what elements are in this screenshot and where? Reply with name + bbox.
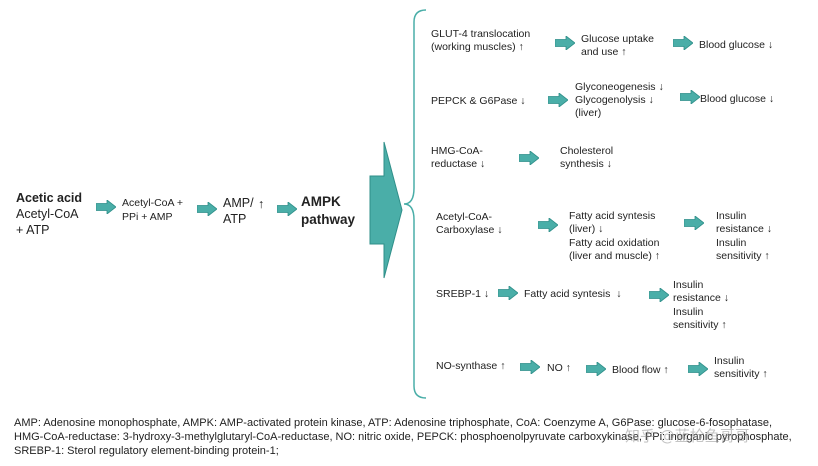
branch4-outcome-line3: Insulin bbox=[716, 237, 747, 249]
branch5-outcome-line4: sensitivity ↑ bbox=[673, 319, 727, 331]
pathway-label: pathway bbox=[301, 212, 356, 227]
branch4-effect-line2: (liver) ↓ bbox=[569, 223, 604, 235]
branch5-arrow1 bbox=[498, 286, 518, 300]
branch5-arrow2 bbox=[649, 288, 669, 302]
step2-atp: ATP bbox=[223, 212, 247, 226]
step1-line2: PPi + AMP bbox=[122, 211, 173, 223]
branch5-effect: Fatty acid syntesis ↓ bbox=[524, 288, 622, 300]
branch4-target-line2: Carboxylase ↓ bbox=[436, 224, 503, 236]
branch6-effect2: Blood flow ↑ bbox=[612, 364, 669, 376]
branch-bracket bbox=[403, 9, 427, 399]
branch6-arrow1 bbox=[520, 360, 540, 374]
source-acetyl-coa: Acetyl-CoA bbox=[16, 207, 79, 221]
branch6-outcome-line1: Insulin bbox=[714, 355, 745, 367]
branch3-effect-line2: synthesis ↓ bbox=[560, 158, 612, 170]
branch4-target-line1: Acetyl-CoA- bbox=[436, 211, 493, 223]
branch6-arrow2 bbox=[586, 362, 606, 376]
branch4-outcome-line4: sensitivity ↑ bbox=[716, 250, 770, 262]
branch3-target-line2: reductase ↓ bbox=[431, 158, 486, 170]
branch2-target: PEPCK & G6Pase ↓ bbox=[431, 95, 526, 107]
branch2-effect-line2: Glycogenolysis ↓ bbox=[575, 94, 654, 106]
watermark: 知乎 @蓝枪鱼哥哥 bbox=[625, 427, 750, 445]
branch2-outcome: Blood glucose ↓ bbox=[700, 93, 775, 105]
step2-amp: AMP/ bbox=[223, 196, 254, 210]
branch1-target-line1: GLUT-4 translocation bbox=[431, 28, 531, 40]
branch1-arrow1 bbox=[555, 36, 575, 50]
branch1-target-line2: (working muscles) ↑ bbox=[431, 41, 524, 53]
arrow-source-to-step1 bbox=[96, 200, 116, 214]
branch1-effect-line1: Glucose uptake bbox=[581, 33, 654, 45]
branch4-outcome-line2: resistance ↓ bbox=[716, 223, 773, 235]
arrow-step1-to-step2 bbox=[197, 202, 217, 216]
branch6-target: NO-synthase ↑ bbox=[436, 360, 506, 372]
branch5-outcome-line3: Insulin bbox=[673, 306, 704, 318]
branch3-target-line1: HMG-CoA- bbox=[431, 145, 483, 157]
branch3-effect-line1: Cholesterol bbox=[560, 145, 614, 157]
branch3-arrow1 bbox=[519, 151, 539, 165]
branch2-effect-line3: (liver) bbox=[575, 107, 602, 119]
branch4-arrow2 bbox=[684, 216, 704, 230]
branch6-outcome-line2: sensitivity ↑ bbox=[714, 368, 768, 380]
branch2-effect-line1: Glyconeogenesis ↓ bbox=[575, 81, 664, 93]
branch6-arrow3 bbox=[688, 362, 708, 376]
branch4-effect-line3: Fatty acid oxidation bbox=[569, 237, 660, 249]
branch2-arrow1 bbox=[548, 93, 568, 107]
branch2-arrow2 bbox=[680, 90, 700, 104]
branch1-arrow2 bbox=[673, 36, 693, 50]
abbreviations-footnote: AMP: Adenosine monophosphate, AMPK: AMP-… bbox=[14, 417, 792, 457]
branch4-effect-line4: (liver and muscle) ↑ bbox=[569, 250, 661, 262]
source-atp: + ATP bbox=[16, 223, 50, 237]
step1-line1: Acetyl-CoA + bbox=[122, 197, 183, 209]
arrow-step2-to-pathway bbox=[277, 202, 297, 216]
branch5-target: SREBP-1 ↓ bbox=[436, 288, 490, 300]
branch6-effect: NO ↑ bbox=[547, 362, 571, 374]
branch4-arrow1 bbox=[538, 218, 558, 232]
branch1-outcome: Blood glucose ↓ bbox=[699, 39, 774, 51]
branch4-outcome-line1: Insulin bbox=[716, 210, 747, 222]
source-acetic-acid: Acetic acid bbox=[16, 191, 83, 205]
pathway-ampk: AMPK bbox=[301, 194, 341, 209]
branch4-effect-line1: Fatty acid syntesis bbox=[569, 210, 656, 222]
step2-up-arrow: ↑ bbox=[258, 197, 265, 211]
big-chevron-arrow bbox=[369, 141, 403, 279]
branch5-outcome-line1: Insulin bbox=[673, 279, 704, 291]
branch5-outcome-line2: resistance ↓ bbox=[673, 292, 730, 304]
branch1-effect-line2: and use ↑ bbox=[581, 46, 627, 58]
